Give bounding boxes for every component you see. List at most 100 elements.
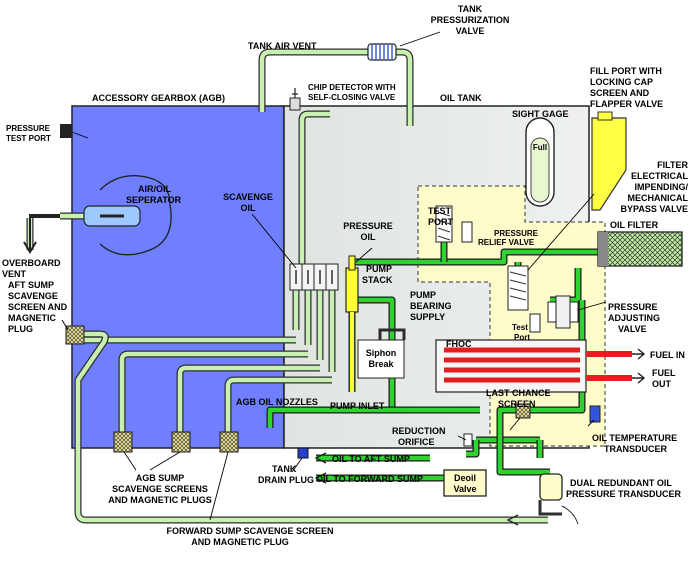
label-agb: ACCESSORY GEARBOX (AGB) (92, 93, 225, 103)
last-chance-screen (515, 403, 531, 419)
siphon-break (357, 328, 406, 379)
label-sight-gage: SIGHT GAGE (512, 109, 569, 119)
label-oil-temp-2: TRANSDUCER (604, 444, 668, 454)
label-deoil-2: Valve (453, 484, 476, 494)
label-pressure-adj-3: VALVE (618, 324, 647, 334)
label-aft-sump-3: SCREEN AND (8, 302, 68, 312)
label-pump-stack-2: STACK (362, 275, 393, 285)
label-pump-bearing-3: SUPPLY (410, 312, 445, 322)
sight-gage (525, 117, 555, 207)
label-oil-to-forward: OIL TO FORWARD SUMP (316, 474, 423, 484)
oil-to-aft-arrow (314, 452, 327, 464)
chip-detector (289, 88, 301, 111)
label-overboard-vent-2: VENT (2, 269, 27, 279)
label-air-oil-2: SEPERATOR (126, 195, 182, 205)
deoil-valve (443, 469, 487, 497)
label-pump-bearing-2: BEARING (410, 301, 452, 311)
label-tank-press-valve-1: TANK (458, 4, 483, 14)
label-last-chance-1: LAST CHANCE (486, 388, 551, 398)
scavenge-lines (26, 48, 548, 524)
label-tank-drain-1: TANK (272, 464, 297, 474)
pressure-adjusting-valve (547, 295, 579, 329)
label-fill-port-3: SCREEN AND (590, 88, 650, 98)
label-dual-redundant-1: DUAL REDUNDANT OIL (570, 478, 672, 488)
sight-gage-full: Full (533, 143, 547, 152)
label-agb-sump-1: AGB SUMP (136, 473, 185, 483)
label-test-port-2: PORT (428, 217, 454, 227)
label-oil-tank: OIL TANK (440, 93, 482, 103)
label-oil-temp-1: OIL TEMPERATURE (592, 433, 677, 443)
overboard-vent-arrow (23, 214, 60, 254)
label-fill-port-2: LOCKING CAP (590, 77, 653, 87)
return-arrow (506, 514, 519, 526)
label-overboard-vent-1: OVERBOARD (2, 258, 61, 268)
label-fill-port-4: FLAPPER VALVE (590, 99, 663, 109)
label-test-port-b-1: Test (512, 323, 528, 332)
label-scavenge-oil-2: OIL (241, 203, 257, 213)
label-agb-oil-nozzles: AGB OIL NOZZLES (236, 397, 318, 407)
label-pressure-oil-2: OIL (361, 232, 377, 242)
label-siphon-1: Siphon (366, 348, 397, 358)
label-filter-3: IMPENDING/ (634, 182, 688, 192)
leader-lines (61, 31, 607, 521)
label-air-oil-1: AIR/OIL (138, 184, 172, 194)
pump-stack (345, 255, 359, 313)
agb-sump-screen-2 (171, 431, 191, 453)
label-fuel-out-1: FUEL (652, 368, 676, 378)
filter-bypass-valve (507, 265, 529, 311)
label-fuel-in: FUEL IN (650, 350, 685, 360)
oil-filter (597, 231, 683, 267)
label-aft-sump-2: SCAVENGE (8, 291, 58, 301)
fuel-out-arrow (632, 372, 646, 384)
label-siphon-2: Break (368, 359, 394, 369)
label-scavenge-oil-1: SCAVENGE (223, 192, 273, 202)
label-reduction-2: ORIFICE (398, 437, 435, 447)
fuel-in-arrow (632, 348, 646, 360)
label-deoil-1: Deoil (454, 473, 476, 483)
label-filter-1: FILTER (657, 160, 688, 170)
label-last-chance-2: SCREEN (498, 399, 536, 409)
label-pressure-relief-2: RELIEF VALVE (478, 238, 535, 247)
label-pressure-test-port-2: TEST PORT (6, 134, 51, 143)
label-filter-5: BYPASS VALVE (620, 204, 688, 214)
label-agb-sump-3: AND MAGNETIC PLUGS (108, 495, 212, 505)
label-aft-sump-4: MAGNETIC (8, 313, 56, 323)
fill-port (591, 111, 627, 211)
label-pump-stack-1: PUMP (366, 264, 392, 274)
oil-temperature-transducer (589, 405, 601, 423)
label-aft-sump-5: PLUG (8, 324, 33, 334)
label-agb-sump-2: SCAVENGE SCREENS (112, 484, 208, 494)
label-pressure-adj-1: PRESSURE (608, 302, 658, 312)
label-pressure-relief-1: PRESSURE (494, 229, 539, 238)
label-test-port-1: TEST (428, 206, 452, 216)
pressure-test-port (60, 124, 72, 138)
label-oil-to-aft: OIL TO AFT SUMP (332, 454, 410, 464)
label-tank-air-vent: TANK AIR VENT (248, 41, 317, 51)
pressure-relief-valve (435, 205, 453, 243)
test-port-upper (461, 221, 473, 243)
label-fuel-out-2: OUT (652, 379, 672, 389)
label-filter-4: MECHANICAL (628, 193, 689, 203)
label-fhoc: FHOC (446, 339, 472, 349)
label-chip-detector-2: SELF-CLOSING VALVE (308, 93, 396, 102)
label-chip-detector-1: CHIP DETECTOR WITH (308, 83, 396, 92)
label-pump-inlet: PUMP INLET (330, 401, 385, 411)
label-tank-press-valve-2: PRESSURIZATION (431, 15, 510, 25)
label-oil-filter: OIL FILTER (610, 220, 659, 230)
label-filter-2: ELECTRICAL (631, 171, 688, 181)
label-tank-drain-2: DRAIN PLUG (258, 475, 314, 485)
label-tank-press-valve-3: VALVE (456, 26, 485, 36)
label-forward-sump-1: FORWARD SUMP SCAVENGE SCREEN (166, 526, 333, 536)
label-pressure-oil-1: PRESSURE (343, 221, 393, 231)
label-dual-redundant-2: PRESSURE TRANSDUCER (566, 489, 682, 499)
oil-to-forward-arrow (314, 472, 327, 484)
label-pump-bearing-1: PUMP (410, 290, 436, 300)
label-pressure-test-port-1: PRESSURE (6, 124, 51, 133)
fhoc-heat-exchanger (435, 339, 587, 393)
reduction-orifice (463, 433, 473, 447)
label-forward-sump-2: AND MAGNETIC PLUG (191, 537, 289, 547)
tank-pressurization-valve (367, 43, 397, 61)
label-test-port-b-2: Port (514, 333, 530, 342)
aft-sump-screen (65, 325, 85, 345)
